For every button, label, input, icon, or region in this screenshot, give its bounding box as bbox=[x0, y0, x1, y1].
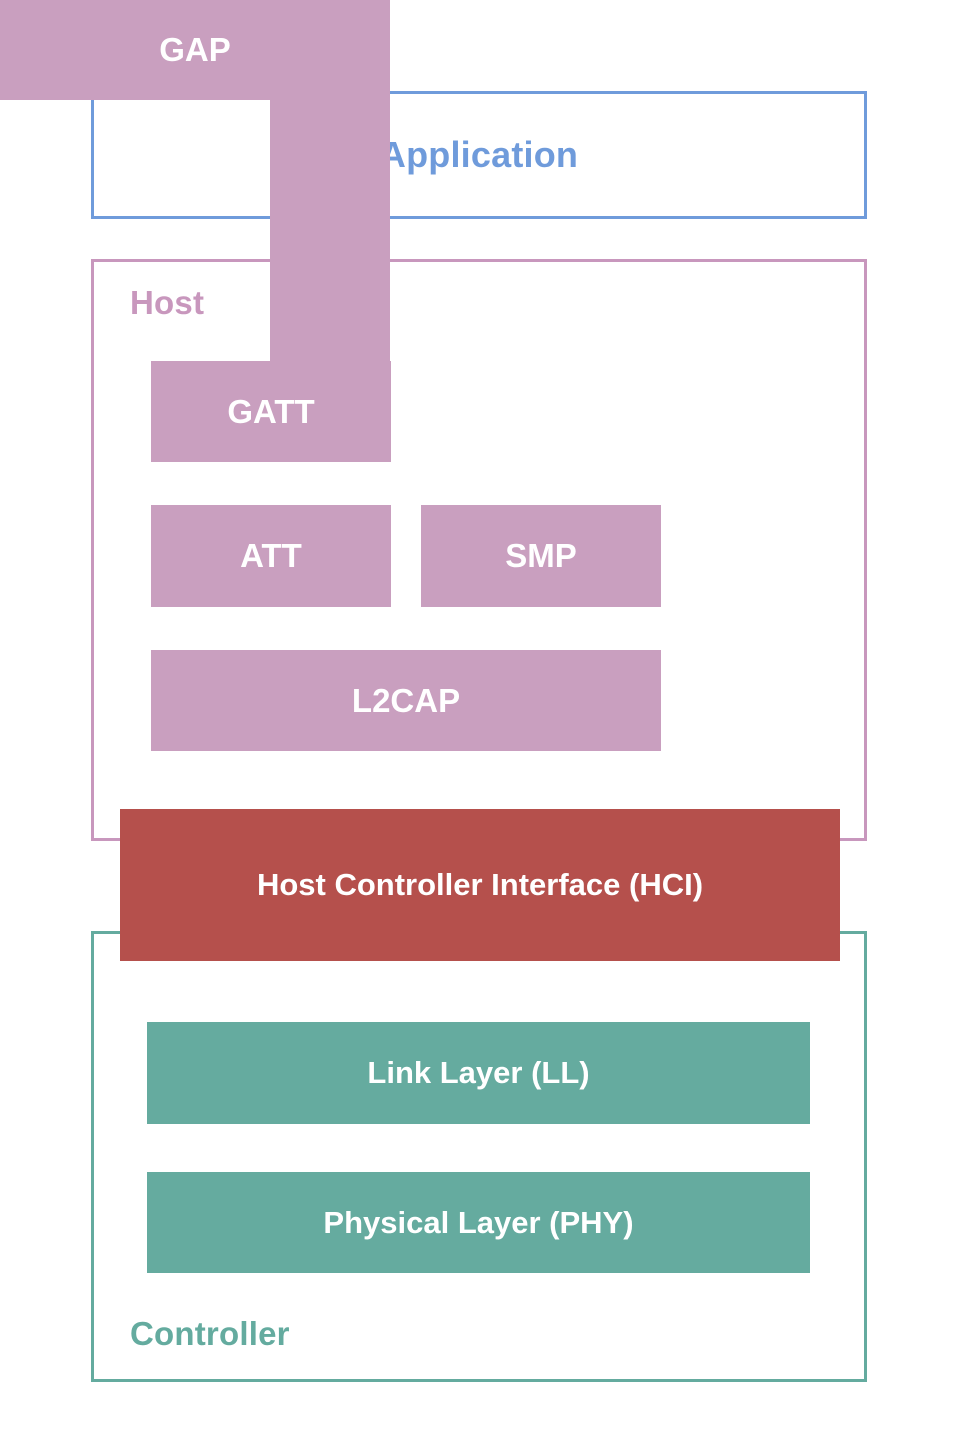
l2cap-block: L2CAP bbox=[151, 650, 661, 751]
smp-block: SMP bbox=[421, 505, 661, 607]
att-block: ATT bbox=[151, 505, 391, 607]
host-controller-interface-block: Host Controller Interface (HCI) bbox=[120, 809, 840, 961]
gap-block-label: GAP bbox=[159, 31, 231, 68]
host-layer-label: Host bbox=[130, 284, 205, 321]
gap-block: GAP bbox=[0, 0, 390, 390]
physical-layer-block: Physical Layer (PHY) bbox=[147, 1172, 810, 1273]
application-layer-label: Application bbox=[379, 134, 579, 175]
controller-layer-label: Controller bbox=[130, 1315, 290, 1352]
link-layer-block: Link Layer (LL) bbox=[147, 1022, 810, 1124]
gap-block-side-stem bbox=[270, 0, 390, 390]
application-layer-box bbox=[91, 91, 867, 219]
